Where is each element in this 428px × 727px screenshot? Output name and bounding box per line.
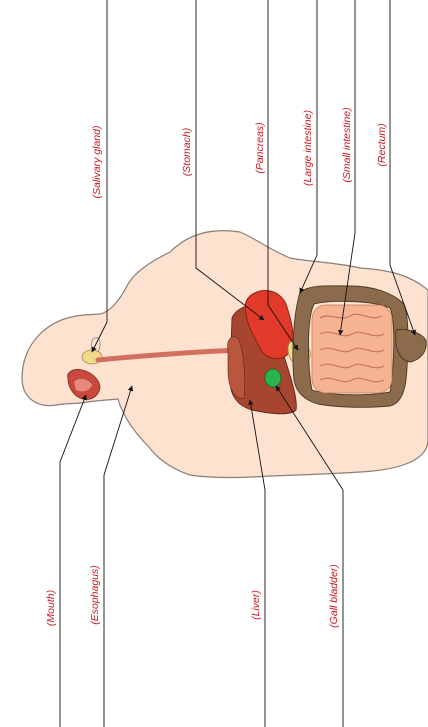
label-esophagus: (Esophagus) xyxy=(89,565,101,625)
label-salivary-gland: (Salivary gland) xyxy=(91,126,103,199)
gall-bladder-shape xyxy=(265,369,281,387)
small-intestine-shape xyxy=(312,305,392,393)
label-rectum: (Rectum) xyxy=(376,123,388,166)
leader-line-esophagus xyxy=(104,386,132,727)
label-liver: (Liver) xyxy=(250,590,262,620)
label-stomach: (Stomach) xyxy=(181,128,193,176)
leader-line-mouth xyxy=(60,395,86,727)
label-large-intestine: (Large intestine) xyxy=(302,110,314,186)
label-pancreas: (Pancreas) xyxy=(254,122,266,173)
label-gall-bladder: (Gall bladder) xyxy=(328,564,340,628)
label-small-intestine: (Small intestine) xyxy=(341,107,353,182)
label-mouth: (Mouth) xyxy=(45,590,57,626)
